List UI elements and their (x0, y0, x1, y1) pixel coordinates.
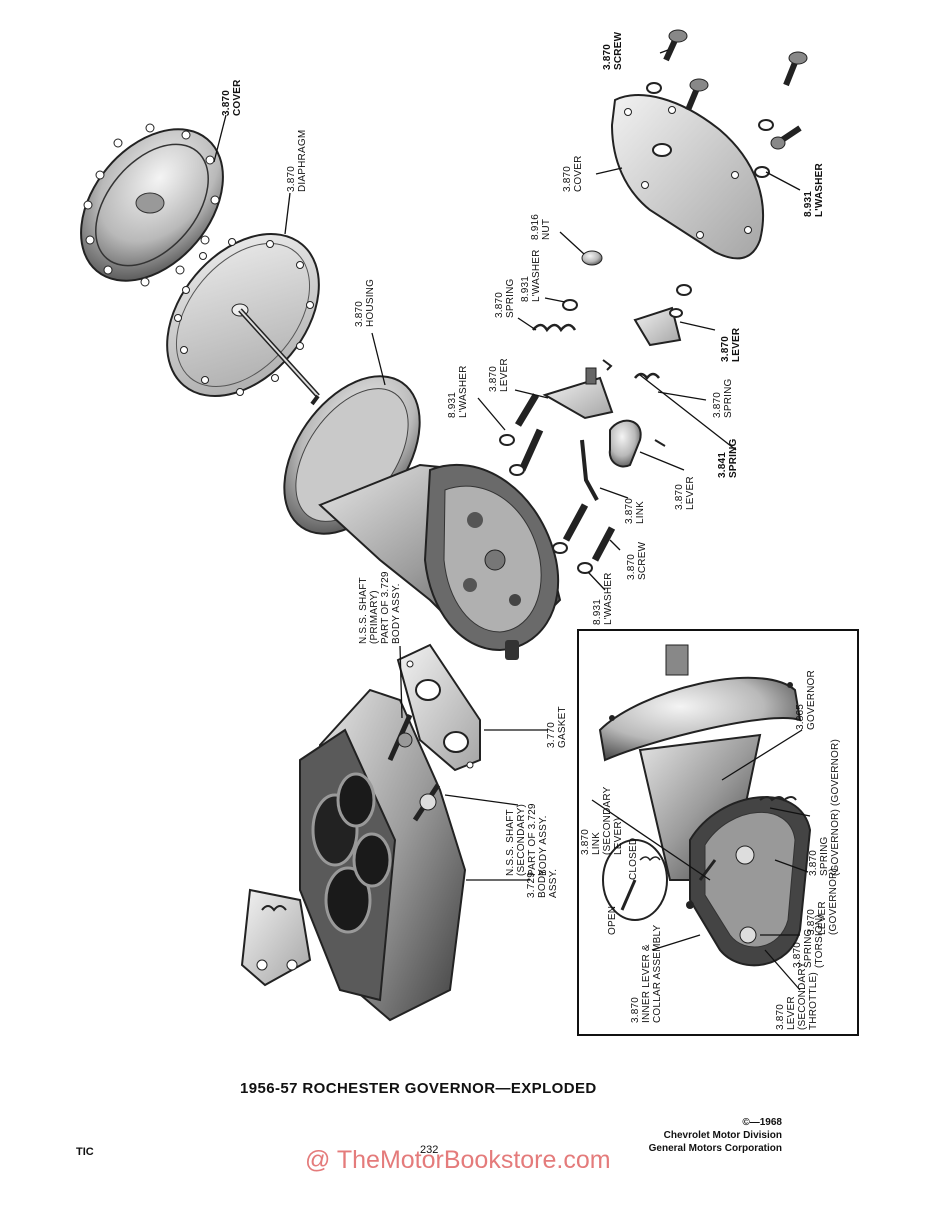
callout-spring-mid: 3.870 SPRING (712, 378, 734, 418)
footer-code: TIC (76, 1146, 94, 1158)
callout-inset-link: 3.870 LINK (SECONDARY LEVER) (580, 786, 624, 856)
callout-shaft-secondary: N.S.S. SHAFT (SECONDARY) PART OF 3.729 B… (505, 803, 549, 876)
cover-part (80, 123, 224, 287)
copyright-year: ©—1968 (742, 1117, 782, 1128)
cover-plate-part (610, 94, 764, 260)
callout-lever-right: 3.870 LEVER (720, 327, 742, 362)
callout-lever-mid: 3.870 LEVER (488, 358, 510, 392)
callout-diaphragm: 3.870 DIAPHRAGM (286, 129, 308, 192)
callout-lwasher-right: 8.931 L'WASHER (803, 163, 825, 217)
callout-housing: 3.870 HOUSING (354, 278, 376, 327)
callout-screw-top: 3.870 SCREW (602, 31, 624, 70)
copyright-division: Chevrolet Motor Division (663, 1130, 782, 1141)
leader-lines (213, 49, 811, 991)
housing-part (283, 375, 562, 660)
callout-inset-governor: 3.865 GOVERNOR (795, 670, 817, 730)
page-number: 232 (420, 1144, 439, 1156)
gasket-part (396, 643, 481, 772)
copyright-corporation: General Motors Corporation (648, 1143, 782, 1154)
body-assembly-part (240, 688, 467, 1022)
callout-inset-spring-torsion: 3.870 SPRING (TORSION) (792, 914, 825, 968)
callout-inset-inner-lever: 3.870 INNER LEVER & COLLAR ASSEMBLY (630, 924, 663, 1023)
screws-top (646, 29, 808, 178)
callout-cover-top: 3.870 COVER (221, 79, 243, 116)
callout-lwasher-left: 8.931 L'WASHER (447, 365, 469, 418)
inset-box (577, 629, 859, 1036)
callout-inset-lever-secondary: 3.870 LEVER (SECONDARY THROTTLE) (775, 961, 819, 1031)
callout-inset-closed: CLOSED (628, 837, 639, 880)
linkage-parts (499, 250, 692, 574)
watermark: @ TheMotorBookstore.com (305, 1146, 611, 1174)
callout-spring-341: 3.841 SPRING (717, 438, 739, 478)
callout-nut: 8.916 NUT (530, 213, 552, 240)
callout-body: 3.729 BODY ASSY. (526, 868, 559, 898)
callout-inset-open: OPEN (607, 905, 618, 935)
callout-lever-lower: 3.870 LEVER (674, 476, 696, 510)
callout-shaft-primary: N.S.S. SHAFT (PRIMARY) PART OF 3.729 BOD… (358, 571, 402, 644)
callout-lwasher-mid: 8.931 L'WASHER (520, 249, 542, 302)
callout-cover-right: 3.870 COVER (562, 155, 584, 192)
copyright-block: ©—1968 Chevrolet Motor Division General … (649, 1116, 782, 1155)
callout-screw-mid: 3.870 SCREW (626, 541, 648, 580)
callout-spring-top: 3.870 SPRING (494, 278, 516, 318)
callout-link: 3.870 LINK (624, 497, 646, 524)
callout-inset-spring-governor: 3.870 SPRING (GOVERNOR) (GOVERNOR) (808, 739, 841, 876)
diaphragm-part (166, 233, 320, 406)
figure-caption: 1956-57 ROCHESTER GOVERNOR—EXPLODED (240, 1080, 597, 1097)
callout-lwasher-low: 8.931 L'WASHER (592, 572, 614, 625)
callout-gasket: 3.770 GASKET (546, 706, 568, 748)
